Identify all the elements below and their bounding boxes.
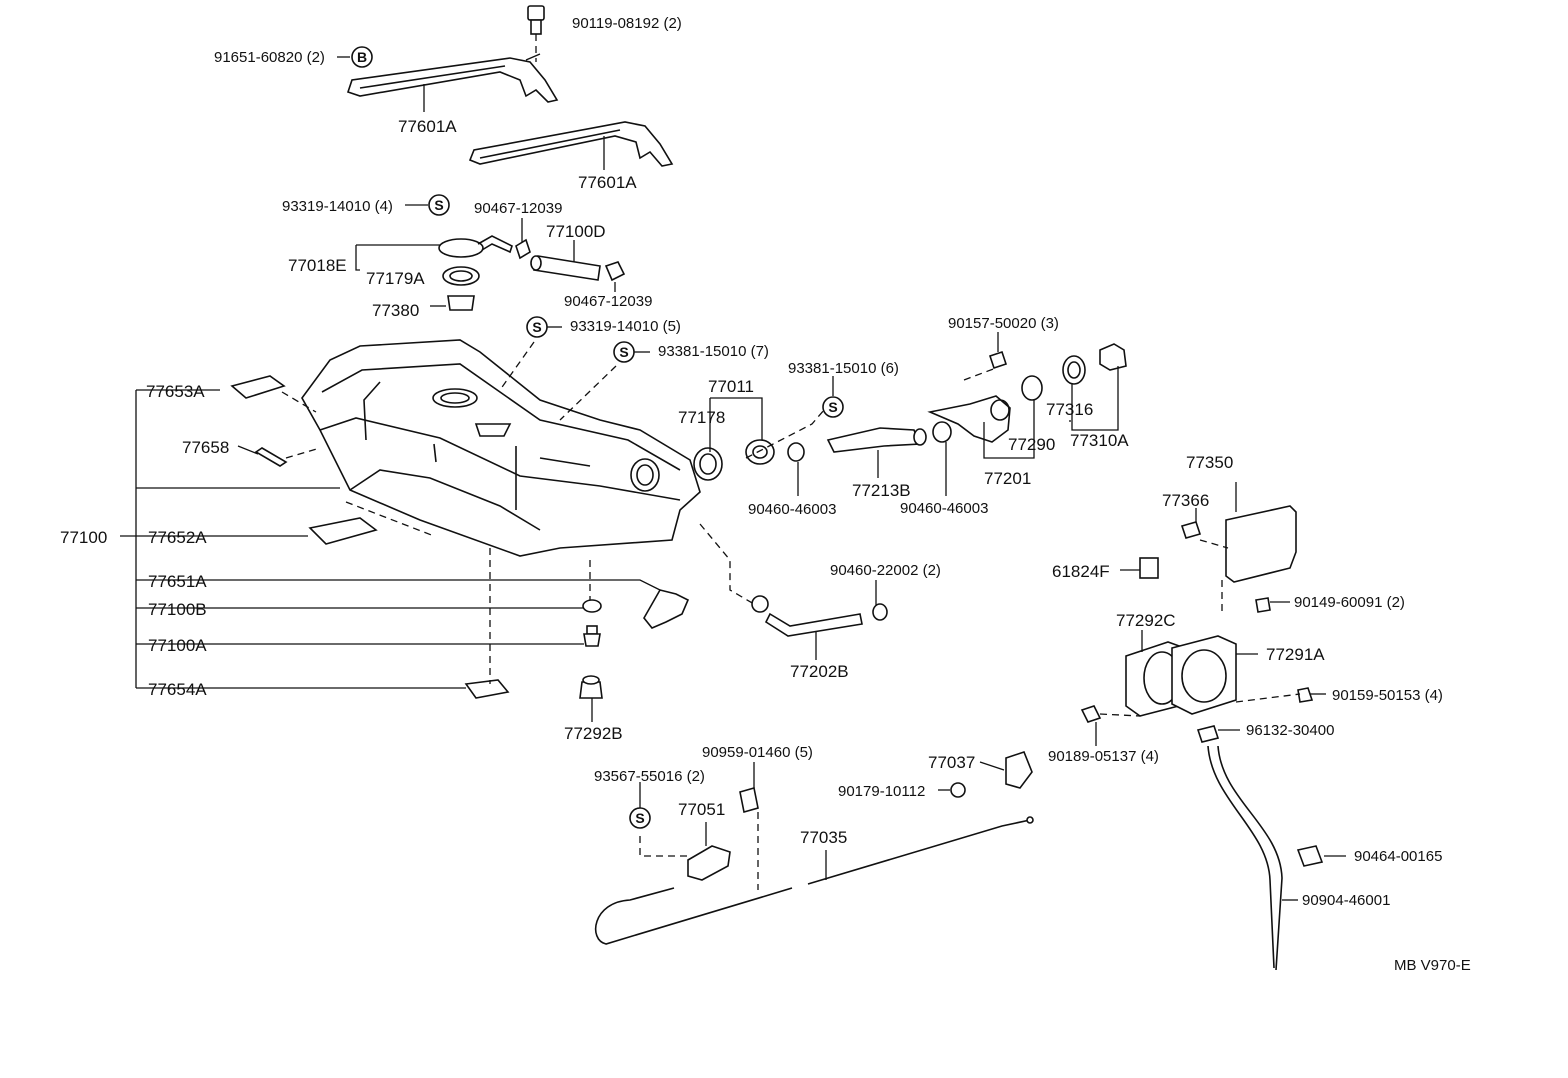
grommet-77292b [579, 675, 603, 699]
fuel-tank-body [301, 339, 701, 557]
bolt-90119 [527, 5, 545, 62]
label-90159-50153: 90159-50153 (4) [1332, 687, 1443, 704]
breather-hose-77202b [751, 595, 888, 637]
label-93319-14010-5: 93319-14010 (5) [570, 318, 681, 335]
svg-text:S: S [532, 319, 541, 335]
label-90119-08192: 90119-08192 (2) [572, 15, 682, 32]
opener-cable-77035 [594, 751, 1034, 945]
label-77310a: 77310A [1070, 431, 1129, 450]
label-77100d: 77100D [546, 222, 606, 241]
symbol-s-93381-7: S [613, 341, 635, 363]
label-77018e: 77018E [288, 256, 347, 275]
reference-dashed-lines [281, 341, 1301, 890]
svg-text:S: S [619, 344, 628, 360]
label-90179-10112: 90179-10112 [838, 783, 925, 800]
svg-text:S: S [434, 197, 443, 213]
drain-hose-90904 [1207, 745, 1324, 971]
label-77100: 77100 [60, 528, 107, 547]
label-90460-22002: 90460-22002 (2) [830, 562, 941, 579]
label-77035: 77035 [800, 828, 847, 847]
label-77178: 77178 [678, 408, 725, 427]
label-77601a-upper: 77601A [398, 117, 457, 136]
symbol-s-93319-5: S [526, 316, 548, 338]
symbol-s-93567: S [629, 807, 651, 829]
svg-text:B: B [357, 49, 367, 65]
label-77651a: 77651A [148, 572, 207, 591]
label-77100a: 77100A [148, 636, 207, 655]
label-90959-01460: 90959-01460 (5) [702, 744, 813, 761]
label-77653a: 77653A [146, 382, 205, 401]
label-77350: 77350 [1186, 453, 1233, 472]
circled-symbols: B S S S S S [351, 46, 844, 829]
label-77292c: 77292C [1116, 611, 1176, 630]
tank-band-upper [346, 53, 559, 103]
label-77290: 77290 [1008, 435, 1055, 454]
label-77601a-lower: 77601A [578, 173, 637, 192]
leader-lines [120, 56, 1346, 901]
part-labels: 90119-08192 (2) 91651-60820 (2) 77601A 7… [60, 15, 1471, 974]
label-90467-12039-b: 90467-12039 [564, 293, 652, 310]
label-90464-00165: 90464-00165 [1354, 848, 1442, 865]
label-90467-12039-a: 90467-12039 [474, 200, 562, 217]
label-77037: 77037 [928, 753, 975, 772]
clamp-and-pipe-77100d [515, 238, 626, 282]
label-61824f: 61824F [1052, 562, 1110, 581]
label-77179a: 77179A [366, 269, 425, 288]
label-93381-15010-7: 93381-15010 (7) [658, 343, 769, 360]
filler-hose-assembly [693, 343, 1127, 481]
label-77658: 77658 [182, 438, 229, 457]
pad-77653a [230, 375, 286, 399]
label-77051: 77051 [678, 800, 725, 819]
label-77652a: 77652A [148, 528, 207, 547]
stud-77100a [583, 625, 601, 647]
label-90904-46001: 90904-46001 [1302, 892, 1390, 909]
label-77201: 77201 [984, 469, 1031, 488]
opener-lever-77051 [687, 786, 759, 881]
symbol-s-93381-6: S [822, 396, 844, 418]
label-77213b: 77213B [852, 481, 911, 500]
symbol-s-93319-4: S [428, 194, 450, 216]
fuel-sender-gauge [438, 235, 513, 311]
label-93381-15010-6: 93381-15010 (6) [788, 360, 899, 377]
label-77202b: 77202B [790, 662, 849, 681]
label-77316: 77316 [1046, 400, 1093, 419]
label-77366: 77366 [1162, 491, 1209, 510]
label-93567-55016: 93567-55016 (2) [594, 768, 705, 785]
label-77292b: 77292B [564, 724, 623, 743]
svg-text:S: S [828, 399, 837, 415]
protector-77651a [643, 589, 690, 629]
cushion-77100b [582, 599, 602, 613]
svg-text:S: S [635, 810, 644, 826]
bolt-90157 [988, 350, 1008, 370]
label-77654a: 77654A [148, 680, 207, 699]
symbol-b: B [351, 46, 373, 68]
tank-band-lower [468, 121, 674, 167]
label-77100b: 77100B [148, 600, 207, 619]
label-77380: 77380 [372, 301, 419, 320]
label-93319-14010-4: 93319-14010 (4) [282, 198, 393, 215]
fuel-lid-77350 [1139, 505, 1297, 613]
label-90460-46003-a: 90460-46003 [748, 501, 836, 518]
pad-77652a [308, 517, 378, 545]
filler-housing [1080, 635, 1314, 743]
label-77291a: 77291A [1266, 645, 1325, 664]
diagram-code: MB V970-E [1394, 957, 1471, 974]
label-90460-46003-b: 90460-46003 [900, 500, 988, 517]
label-90189-05137: 90189-05137 (4) [1048, 748, 1159, 765]
part-graphics [230, 5, 1324, 971]
label-90157-50020: 90157-50020 (3) [948, 315, 1059, 332]
pad-77658 [254, 447, 288, 467]
label-77011: 77011 [708, 377, 754, 396]
pad-77654a [464, 679, 510, 699]
label-90149-60091: 90149-60091 (2) [1294, 594, 1405, 611]
label-91651-60820: 91651-60820 (2) [214, 49, 325, 66]
label-96132-30400: 96132-30400 [1246, 722, 1334, 739]
